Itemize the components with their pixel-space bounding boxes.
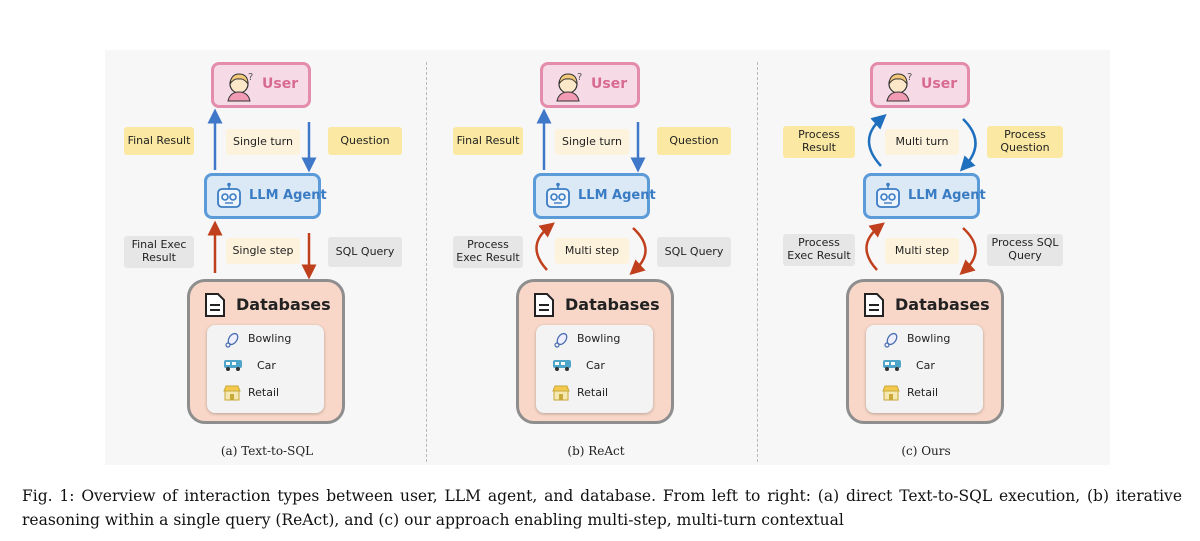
bottom-right-label: Process SQL Query	[987, 234, 1063, 266]
databases-title: Databases	[565, 295, 660, 314]
arrows	[865, 114, 977, 276]
panel-text-to-sql: ? User Final Result Single turn Question…	[108, 0, 438, 541]
top-mid-label: Single turn	[226, 129, 300, 155]
agent-label: LLM Agent	[908, 188, 986, 203]
bowling-icon	[884, 332, 898, 348]
store-icon	[882, 385, 900, 401]
database-item: Bowling	[536, 329, 653, 351]
panel-divider	[757, 62, 758, 462]
database-item-label: Car	[257, 359, 276, 372]
svg-text:?: ?	[577, 72, 582, 83]
databases-node: Databases Bowling Car Retail	[846, 279, 1004, 424]
top-right-label: Process Question	[987, 126, 1063, 158]
top-mid-label: Multi turn	[885, 129, 959, 155]
svg-text:?: ?	[248, 72, 253, 83]
user-label: User	[591, 76, 628, 92]
bottom-left-label: Process Exec Result	[783, 234, 855, 266]
bottom-mid-label: Single step	[226, 238, 300, 264]
robot-icon	[876, 182, 900, 208]
robot-icon	[217, 182, 241, 208]
user-node: ? User	[540, 62, 640, 108]
arrows	[207, 108, 317, 280]
user-avatar-icon: ?	[227, 72, 253, 102]
database-item: Retail	[536, 383, 653, 405]
document-icon	[534, 293, 554, 317]
database-item: Car	[207, 356, 324, 378]
top-left-label: Final Result	[124, 127, 194, 155]
top-right-label: Question	[328, 127, 402, 155]
curved-arrow-down-to-agent	[959, 118, 977, 172]
database-item-label: Retail	[907, 386, 939, 399]
bus-icon	[224, 360, 242, 371]
curved-arrow-up-to-user	[867, 114, 887, 167]
user-node: ? User	[211, 62, 311, 108]
database-item-label: Bowling	[248, 332, 292, 345]
document-icon	[864, 293, 884, 317]
sub-caption: (a) Text-to-SQL	[220, 444, 314, 458]
llm-agent-node: LLM Agent	[533, 173, 656, 219]
database-list: Bowling Car Retail	[866, 325, 983, 413]
database-list: Bowling Car Retail	[536, 325, 653, 413]
top-left-label: Process Result	[783, 126, 855, 158]
bottom-left-label: Final Exec Result	[124, 236, 194, 268]
top-left-label: Final Result	[453, 127, 523, 155]
document-icon	[205, 293, 225, 317]
curved-arrow-up-to-agent	[535, 222, 555, 271]
bottom-mid-label: Multi step	[885, 238, 959, 264]
database-item: Bowling	[207, 329, 324, 351]
database-item-label: Retail	[248, 386, 280, 399]
user-avatar-icon: ?	[886, 72, 912, 102]
database-item: Retail	[207, 383, 324, 405]
databases-node: Databases Bowling Car Retail	[516, 279, 674, 424]
database-item: Car	[536, 356, 653, 378]
agent-label: LLM Agent	[249, 188, 327, 203]
bowling-icon	[225, 332, 239, 348]
panel-divider	[426, 62, 427, 462]
llm-agent-node: LLM Agent	[863, 173, 986, 219]
robot-icon	[546, 182, 570, 208]
database-item: Car	[866, 356, 983, 378]
database-item-label: Car	[916, 359, 935, 372]
curved-arrow-down-to-db	[629, 227, 647, 276]
bottom-right-label: SQL Query	[657, 237, 731, 267]
bus-icon	[553, 360, 571, 371]
database-item-label: Bowling	[577, 332, 621, 345]
bowling-icon	[554, 332, 568, 348]
user-label: User	[921, 76, 958, 92]
curved-arrow-down-to-db	[959, 227, 977, 276]
database-item-label: Retail	[577, 386, 609, 399]
database-item-label: Bowling	[907, 332, 951, 345]
top-mid-label: Single turn	[555, 129, 629, 155]
database-item: Retail	[866, 383, 983, 405]
database-item: Bowling	[866, 329, 983, 351]
bottom-left-label: Process Exec Result	[453, 236, 523, 268]
figure-caption: Fig. 1: Overview of interaction types be…	[22, 487, 1182, 529]
panel-react: ? User Final Result Single turn Question…	[437, 0, 767, 541]
database-item-label: Car	[586, 359, 605, 372]
arrows	[535, 108, 647, 276]
bus-icon	[883, 360, 901, 371]
bottom-mid-label: Multi step	[555, 238, 629, 264]
sub-caption: (b) ReAct	[567, 444, 625, 458]
user-node: ? User	[870, 62, 970, 108]
database-list: Bowling Car Retail	[207, 325, 324, 413]
llm-agent-node: LLM Agent	[204, 173, 327, 219]
user-label: User	[262, 76, 299, 92]
svg-text:?: ?	[907, 72, 912, 83]
bottom-right-label: SQL Query	[328, 237, 402, 267]
databases-title: Databases	[236, 295, 331, 314]
agent-label: LLM Agent	[578, 188, 656, 203]
top-right-label: Question	[657, 127, 731, 155]
store-icon	[223, 385, 241, 401]
databases-title: Databases	[895, 295, 990, 314]
user-avatar-icon: ?	[556, 72, 582, 102]
store-icon	[552, 385, 570, 401]
sub-caption: (c) Ours	[901, 444, 951, 458]
curved-arrow-up-to-agent	[865, 222, 885, 271]
panel-ours: ? User Process Result Multi turn Process…	[767, 0, 1097, 541]
databases-node: Databases Bowling Car Retail	[187, 279, 345, 424]
